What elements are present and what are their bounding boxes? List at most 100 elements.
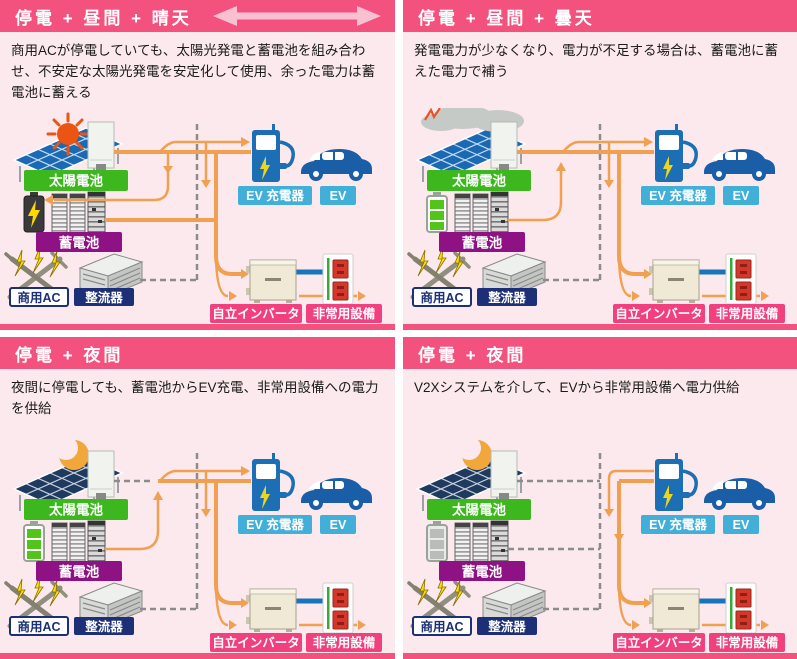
lightning-icon	[417, 249, 429, 277]
power-conditioner-icon	[87, 121, 115, 170]
battery-rack-icon	[51, 520, 106, 570]
emergency-outlet-icon	[725, 582, 757, 634]
svg-text:蓄電池: 蓄電池	[59, 235, 100, 251]
svg-text:自立インバータ: 自立インバータ	[212, 306, 300, 321]
svg-text:整流器: 整流器	[488, 619, 526, 634]
rectifier-label: 整流器	[74, 288, 134, 306]
battery-full-icon	[426, 192, 448, 233]
lightning-icon	[49, 250, 61, 278]
svg-text:商用AC: 商用AC	[420, 619, 463, 634]
bolt-icon	[663, 156, 673, 180]
panel-bottom-strip	[0, 324, 395, 330]
panel-body: 夜間に停電しても、蓄電池からEV充電、非常用設備への電力を供給	[0, 369, 395, 653]
power-flow-diagram: 太陽電池 蓄電池 商用AC 整流器 EV 充電器 EV	[407, 108, 785, 323]
ev-charger-label: EV 充電器	[238, 186, 312, 205]
ev-charger-icon	[655, 124, 698, 182]
emergency-outlet-icon	[322, 253, 354, 305]
scenario-description: 発電電力が少なくなり、電力が不足する場合は、蓄電池に蓄えた電力で補う	[414, 43, 778, 79]
svg-text:蓄電池: 蓄電池	[462, 564, 503, 580]
inactive-grid-line	[140, 449, 199, 611]
lightning-icon	[452, 250, 464, 278]
lightning-icon	[32, 575, 44, 603]
power-flow-diagram: 太陽電池 蓄電池 商用AC 整流器 EV 充電器 EV	[407, 437, 785, 652]
ev-charger-label: EV 充電器	[641, 515, 715, 534]
panel-title: 停電 + 夜間	[15, 345, 124, 365]
moon-icon	[54, 437, 89, 470]
moon-icon	[457, 437, 492, 470]
svg-text:蓄電池: 蓄電池	[462, 235, 503, 251]
power-flow-arrows	[44, 137, 366, 301]
battery-label: 蓄電池	[439, 561, 525, 581]
lightning-icon	[49, 579, 61, 607]
svg-text:EV: EV	[733, 518, 750, 532]
lightning-icon	[452, 579, 464, 607]
svg-text:自立インバータ: 自立インバータ	[615, 306, 703, 321]
ev-car-icon	[301, 149, 372, 181]
battery-label: 蓄電池	[36, 561, 122, 581]
svg-text:太陽電池: 太陽電池	[49, 173, 103, 189]
inverter-label: 自立インバータ	[210, 633, 302, 652]
battery-charging-icon	[23, 192, 45, 233]
lightning-icon	[14, 249, 26, 277]
svg-text:商用AC: 商用AC	[420, 290, 463, 305]
svg-text:自立インバータ: 自立インバータ	[615, 635, 703, 650]
emergency-label: 非常用設備	[709, 304, 785, 323]
lightning-icon	[417, 578, 429, 606]
ev-label: EV	[723, 186, 759, 205]
svg-text:非常用設備: 非常用設備	[313, 635, 376, 650]
ev-label: EV	[320, 186, 356, 205]
panel-bottom-strip	[0, 653, 395, 659]
svg-text:太陽電池: 太陽電池	[452, 173, 506, 189]
rectifier-label: 整流器	[477, 288, 537, 306]
battery-full-icon	[23, 521, 45, 562]
panel-bottom-strip	[403, 653, 797, 659]
svg-text:太陽電池: 太陽電池	[452, 502, 506, 518]
svg-text:自立インバータ: 自立インバータ	[212, 635, 300, 650]
inverter-label: 自立インバータ	[613, 304, 705, 323]
rectifier-icon	[78, 582, 144, 626]
inverter-icon	[649, 259, 700, 303]
power-flow-arrows	[105, 466, 366, 630]
battery-empty-icon	[426, 521, 448, 562]
outage-day-sunny-panel: 停電 + 昼間 + 晴天 商用ACが停電していても、太陽光発電と蓄電池を組み合わ…	[0, 0, 395, 330]
battery-rack-icon	[454, 520, 509, 570]
ev-car-icon	[704, 149, 775, 181]
inactive-grid-line	[543, 120, 602, 282]
panel-title: 停電 + 昼間 + 晴天	[15, 8, 192, 28]
ev-car-icon	[704, 478, 775, 510]
svg-text:EV: EV	[330, 518, 347, 532]
svg-text:整流器: 整流器	[85, 619, 123, 634]
svg-text:非常用設備: 非常用設備	[716, 635, 779, 650]
emergency-outlet-icon	[322, 582, 354, 634]
battery-label: 蓄電池	[439, 232, 525, 252]
panel-body: 商用ACが停電していても、太陽光発電と蓄電池を組み合わせ、不安定な太陽光発電を安…	[0, 32, 395, 324]
bolt-icon	[260, 485, 270, 509]
panel-title: 停電 + 昼間 + 曇天	[418, 8, 595, 28]
svg-text:EV: EV	[733, 189, 750, 203]
lightning-icon	[32, 246, 44, 274]
ev-charger-label: EV 充電器	[238, 515, 312, 534]
ev-charger-label: EV 充電器	[641, 186, 715, 205]
emergency-label: 非常用設備	[709, 633, 785, 652]
solar-label: 太陽電池	[427, 170, 531, 191]
outage-day-cloudy-panel: 停電 + 昼間 + 曇天 発電電力が少なくなり、電力が不足する場合は、蓄電池に蓄…	[403, 0, 797, 330]
lightning-icon	[435, 575, 447, 603]
panel-body: 発電電力が少なくなり、電力が不足する場合は、蓄電池に蓄えた電力で補う	[403, 32, 797, 324]
panel-header: 停電 + 昼間 + 晴天	[0, 0, 395, 32]
grid-ac-label: 商用AC	[412, 287, 472, 307]
spark-icon	[424, 108, 441, 121]
inverter-icon	[649, 588, 700, 632]
svg-text:商用AC: 商用AC	[17, 619, 60, 634]
panel-header: 停電 + 昼間 + 曇天	[403, 0, 797, 32]
emergency-outlet-icon	[725, 253, 757, 305]
solar-label: 太陽電池	[24, 170, 128, 191]
svg-text:EV 充電器: EV 充電器	[649, 517, 707, 532]
grid-ac-label: 商用AC	[9, 616, 69, 636]
panel-header: 停電 + 夜間	[0, 337, 395, 369]
scenario-description: V2Xシステムを介して、EVから非常用設備へ電力供給	[414, 380, 740, 395]
ev-charger-icon	[252, 453, 295, 511]
sun-icon	[46, 112, 90, 156]
outage-night-panel: 停電 + 夜間 夜間に停電しても、蓄電池からEV充電、非常用設備への電力を供給	[0, 337, 395, 659]
power-conditioner-icon	[87, 450, 115, 499]
